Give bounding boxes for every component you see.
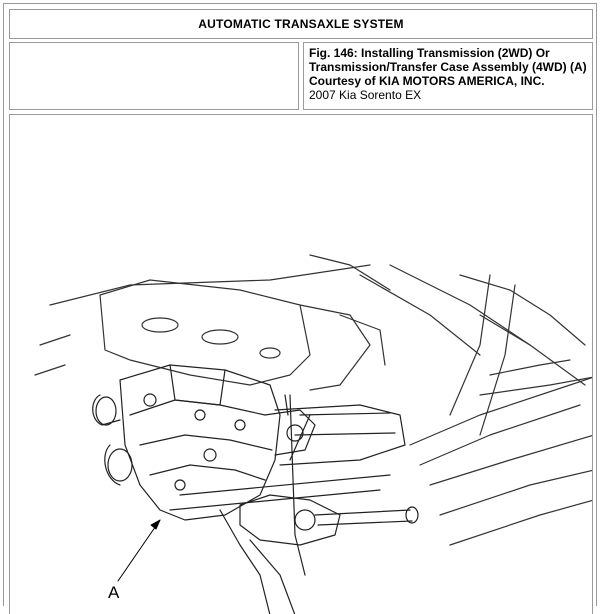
transmission-body <box>92 364 316 521</box>
document-page: AUTOMATIC TRANSAXLE SYSTEM Fig. 146: Ins… <box>3 3 597 614</box>
section-title: AUTOMATIC TRANSAXLE SYSTEM <box>198 17 404 31</box>
chassis-lines <box>34 254 592 546</box>
figure-courtesy: Courtesy of KIA MOTORS AMERICA, INC. <box>309 74 545 88</box>
figure-cell: A <box>9 114 593 614</box>
callout-arrow <box>117 519 161 582</box>
upper-shield <box>99 279 386 391</box>
figure-title: Fig. 146: Installing Transmission (2WD) … <box>309 46 587 74</box>
caption-blank-cell <box>9 42 299 110</box>
vehicle-model: 2007 Kia Sorento EX <box>309 88 422 102</box>
section-header: AUTOMATIC TRANSAXLE SYSTEM <box>9 9 593 39</box>
callout-label-a: A <box>108 583 120 602</box>
caption-cell: Fig. 146: Installing Transmission (2WD) … <box>303 42 593 110</box>
transmission-jack <box>169 394 419 614</box>
caption-row: Fig. 146: Installing Transmission (2WD) … <box>9 42 593 110</box>
transmission-illustration <box>34 254 592 614</box>
